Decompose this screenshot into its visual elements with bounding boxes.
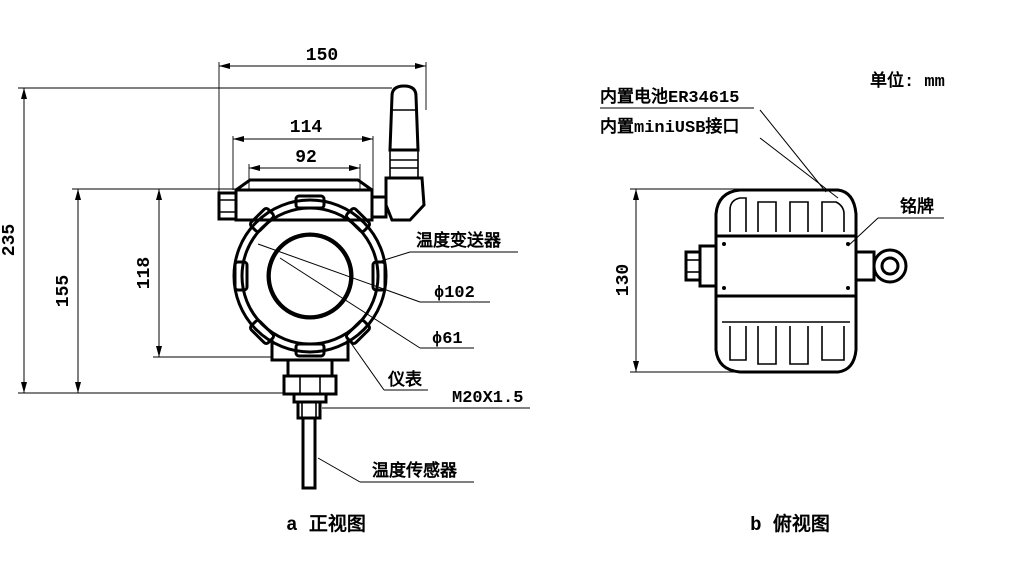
label-thread: M20X1.5 (452, 389, 523, 408)
top-view: 单位: mm 130 (600, 70, 945, 536)
dimension-114-label: 114 (290, 118, 323, 138)
lower-cover (714, 294, 858, 374)
housing-top (217, 178, 388, 222)
dimension-235-label: 235 (0, 224, 20, 256)
dimension-92-label: 92 (295, 148, 317, 168)
caption-top-view: b 俯视图 (750, 512, 830, 536)
middle-band (714, 234, 858, 298)
caption-front-view: a 正视图 (286, 512, 366, 536)
housing-lugs (233, 194, 387, 358)
front-view: 150 114 92 235 (0, 46, 530, 536)
dimension-235: 235 (0, 87, 392, 394)
dimension-155-label: 155 (54, 275, 74, 307)
dimension-92: 92 (248, 148, 361, 190)
upper-cover (714, 188, 858, 238)
label-battery: 内置电池ER34615 (600, 86, 739, 108)
dimension-118-label: 118 (135, 257, 155, 289)
label-dia-61: ϕ61 (432, 330, 463, 349)
antenna (384, 84, 426, 222)
label-nameplate: 铭牌 (900, 196, 934, 218)
side-gland (684, 244, 718, 288)
dimension-130: 130 (614, 188, 740, 373)
label-dia-102: ϕ102 (434, 284, 475, 303)
dimension-114: 114 (232, 118, 374, 190)
side-antenna-top (854, 248, 908, 284)
label-usb: 内置miniUSB接口 (600, 116, 739, 138)
label-meter: 仪表 (387, 369, 423, 391)
top-leaders: 内置电池ER34615 内置miniUSB接口 铭牌 (600, 86, 944, 247)
front-leaders: 温度变送器 ϕ102 ϕ61 仪表 M20X1.5 温度传感器 (257, 230, 530, 483)
dimension-150-label: 150 (306, 46, 338, 66)
dimension-150: 150 (218, 46, 427, 195)
label-sensor: 温度传感器 (372, 460, 458, 482)
sensor-probe (301, 416, 317, 490)
dimension-130-label: 130 (614, 264, 634, 296)
threaded-connector (282, 358, 338, 420)
dimension-118: 118 (135, 188, 272, 358)
label-transmitter: 温度变送器 (416, 230, 502, 252)
unit-label: 单位: mm (870, 70, 945, 92)
